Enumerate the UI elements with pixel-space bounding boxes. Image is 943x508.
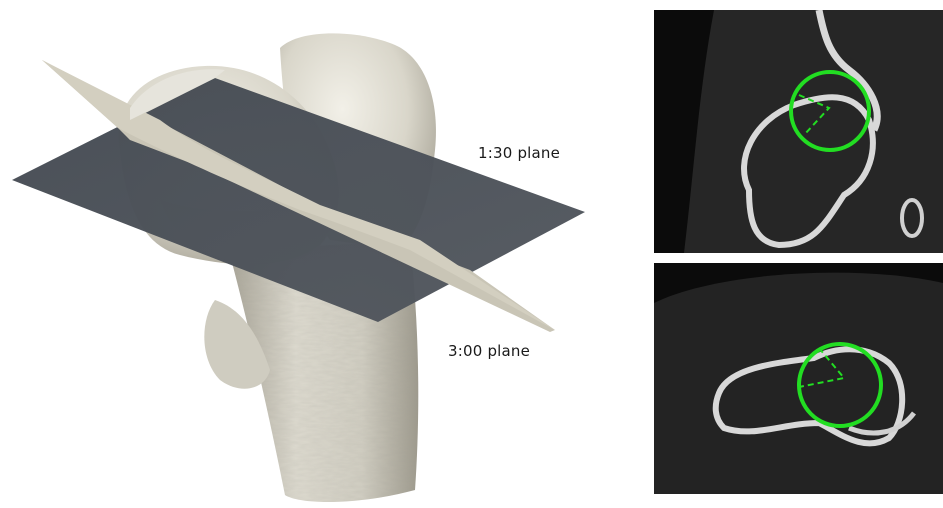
ct-slice-top xyxy=(654,10,943,253)
ct-slice-bottom xyxy=(654,263,943,494)
plane-label-1-30: 1:30 plane xyxy=(478,144,560,162)
plane-label-3-00: 3:00 plane xyxy=(448,342,530,360)
femur-3d-render xyxy=(0,0,640,508)
